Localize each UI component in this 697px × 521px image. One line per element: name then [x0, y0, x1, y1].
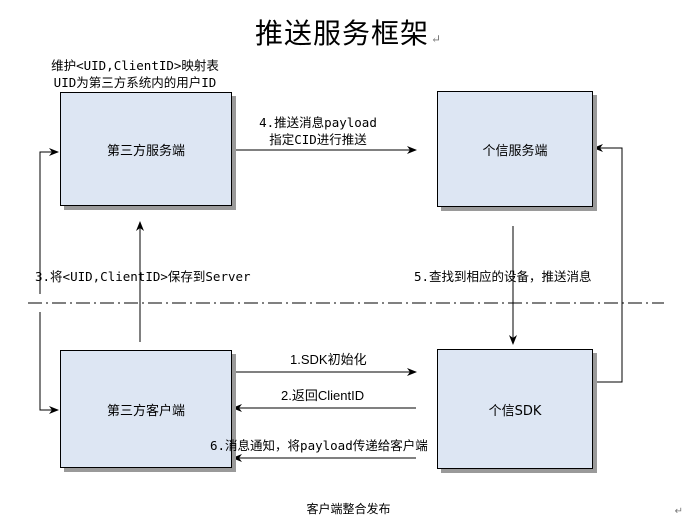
label-step2: 2.返回ClientID: [281, 388, 365, 403]
arrow-left-loop-down: [39, 312, 59, 414]
node-getui-server: 个信服务端: [437, 91, 593, 207]
node-third-party-client-label: 第三方客户端: [106, 403, 185, 419]
paragraph-mark-icon: ↵: [430, 32, 443, 46]
node-third-party-server-label: 第三方服务端: [106, 143, 185, 159]
label-step1: 1.SDK初始化: [290, 352, 367, 367]
paragraph-mark-icon-footer: ↵: [674, 506, 683, 517]
node-getui-sdk-label: 个信SDK: [488, 403, 542, 419]
label-step3: 3.将<UID,ClientID>保存到Server: [35, 269, 251, 284]
mapping-note: 维护<UID,ClientID>映射表 UID为第三方系统内的用户ID: [40, 57, 230, 91]
node-getui-sdk: 个信SDK: [437, 349, 593, 469]
arrow-right-loop: [592, 144, 623, 383]
arrow-left-loop-up: [39, 148, 59, 294]
mapping-note-line2: UID为第三方系统内的用户ID: [53, 75, 217, 90]
node-third-party-client: 第三方客户端: [60, 350, 232, 468]
label-step4-line2: 指定CID进行推送: [269, 132, 367, 147]
label-step5: 5.查找到相应的设备，推送消息: [414, 269, 592, 284]
node-getui-server-label: 个信服务端: [482, 143, 548, 159]
label-step4-line1: 4.推送消息payload: [259, 115, 377, 130]
footer-caption: 客户端整合发布: [306, 502, 391, 516]
mapping-note-line1: 维护<UID,ClientID>映射表: [51, 58, 219, 73]
label-step4: 4.推送消息payload 指定CID进行推送: [243, 114, 393, 148]
diagram-title: 推送服务框架↵: [254, 17, 443, 50]
label-step6: 6.消息通知，将payload传递给客户端: [210, 438, 428, 453]
node-third-party-server: 第三方服务端: [60, 92, 232, 206]
